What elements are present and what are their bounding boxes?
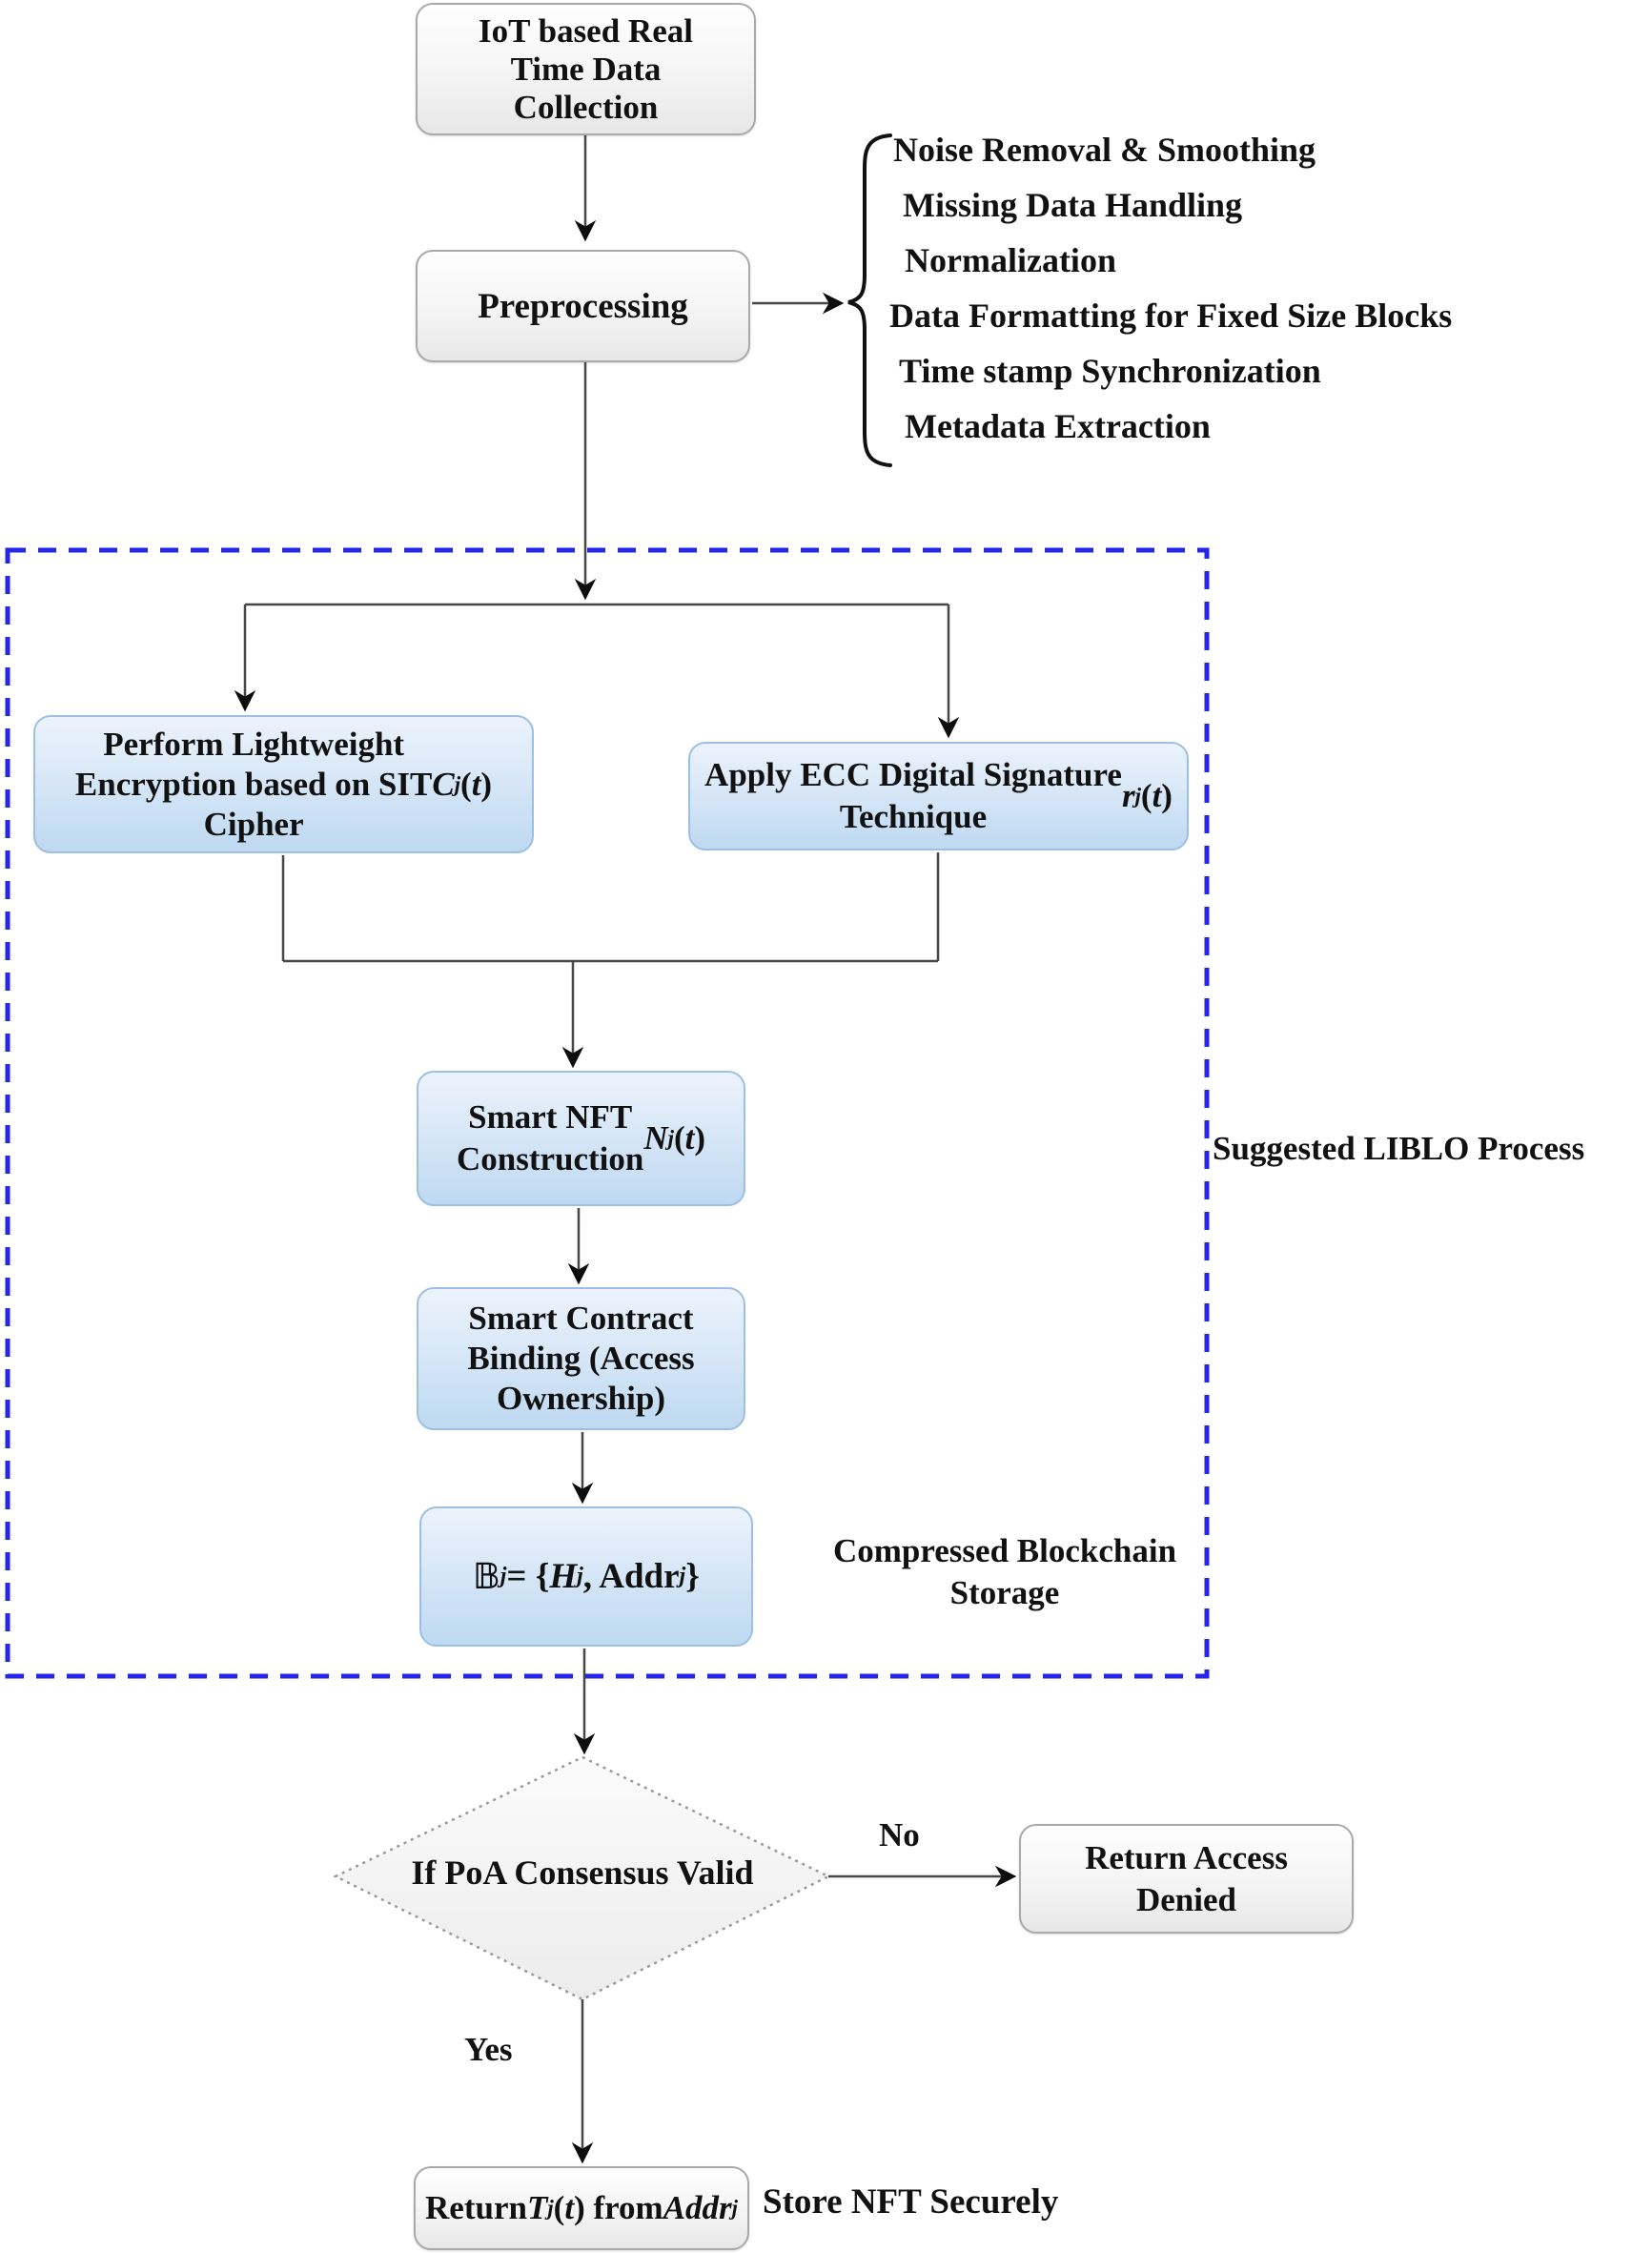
preprocessing-steps-list: Noise Removal & Smoothing Missing Data H… [889,122,1452,454]
list-item: Missing Data Handling [903,186,1243,224]
list-item: Normalization [905,241,1116,279]
decision-label: If PoA Consensus Valid [411,1854,754,1892]
decision-diamond-shape [333,1755,831,2001]
liblo-process-label: Suggested LIBLO Process [1213,1130,1585,1167]
list-item: Data Formatting for Fixed Size Blocks [889,297,1453,335]
edge-label-no: No [879,1816,920,1854]
edge-label-yes: Yes [464,2031,513,2068]
list-item: Metadata Extraction [905,407,1211,445]
list-item: Noise Removal & Smoothing [893,131,1315,169]
list-item: Time stamp Synchronization [899,352,1321,390]
node-preprocessing: Preprocessing [416,250,750,362]
steps-brace [847,133,892,467]
store-nft-label: Store NFT Securely [763,2182,1059,2222]
